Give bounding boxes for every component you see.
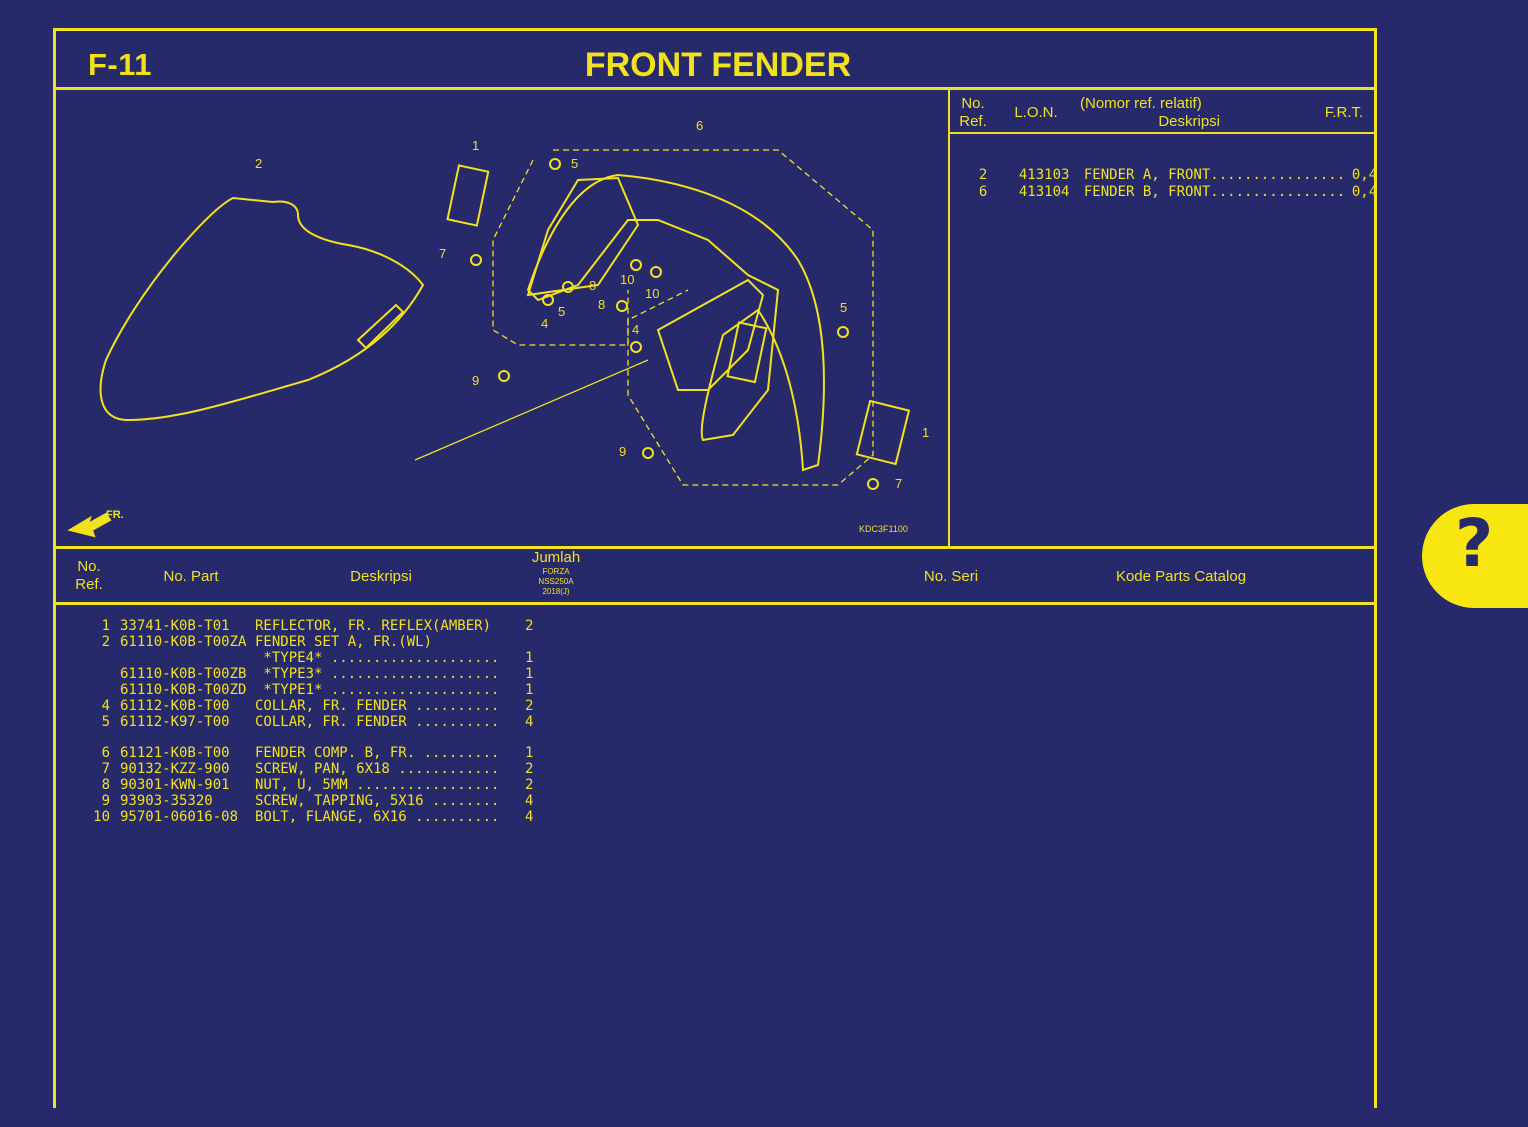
fender-a-outline xyxy=(99,196,425,422)
svg-text:9: 9 xyxy=(619,444,626,459)
svg-text:4: 4 xyxy=(541,316,548,331)
parts-header-no-part: No. Part xyxy=(163,568,219,585)
svg-text:1: 1 xyxy=(922,425,929,440)
table-row: 61110-K0B-T00ZD *TYPE1* ................… xyxy=(120,682,534,698)
frt-header-divider xyxy=(948,132,1374,134)
svg-text:7: 7 xyxy=(895,476,902,491)
table-row: *TYPE4* ....................1 xyxy=(255,650,534,666)
svg-text:8: 8 xyxy=(598,297,605,312)
svg-text:6: 6 xyxy=(696,118,703,133)
parts-header-deskripsi: Deskripsi xyxy=(350,568,412,585)
page-code: F-11 xyxy=(88,47,153,82)
svg-text:8: 8 xyxy=(589,278,596,293)
fender-b-side xyxy=(656,278,765,391)
frt-header-frt: F.R.T. xyxy=(1324,104,1364,121)
svg-text:4: 4 xyxy=(632,322,639,337)
reflector-right xyxy=(855,399,911,466)
svg-text:2: 2 xyxy=(255,156,262,171)
parts-header-no-ref: No. Ref. xyxy=(75,558,103,593)
title-divider xyxy=(56,87,1374,90)
front-arrow-icon xyxy=(67,512,112,538)
fender-b-bracket xyxy=(526,176,640,297)
svg-text:5: 5 xyxy=(840,300,847,315)
reflector-top xyxy=(446,164,490,227)
parts-header-bottom xyxy=(56,602,1374,605)
parts-header-jumlah: Jumlah FORZA NSS250A 2018(J) xyxy=(531,549,581,596)
exploded-diagram: 1 2 6 5 7 8 10 10 4 5 8 4 9 5 9 1 7 FR. … xyxy=(67,118,929,538)
reflector-mount xyxy=(726,321,768,384)
svg-text:1: 1 xyxy=(472,138,479,153)
parts-header-top xyxy=(56,546,1374,549)
fender-b-outline xyxy=(526,173,825,472)
svg-text:10: 10 xyxy=(620,272,634,287)
parts-header-kode: Kode Parts Catalog xyxy=(1115,568,1247,585)
frt-header-lon: L.O.N. xyxy=(1014,104,1058,121)
leader-line xyxy=(414,359,649,461)
fender-a-reflector xyxy=(356,303,405,350)
svg-text:5: 5 xyxy=(558,304,565,319)
diagram-divider xyxy=(948,87,950,547)
group-outline-right xyxy=(553,149,874,486)
question-icon[interactable]: ? xyxy=(1455,505,1494,582)
table-row: 61110-K0B-T00ZB *TYPE3* ................… xyxy=(120,666,534,682)
svg-text:10: 10 xyxy=(645,286,659,301)
parts-header-no-seri: No. Seri xyxy=(923,568,979,585)
svg-text:5: 5 xyxy=(571,156,578,171)
side-tab[interactable] xyxy=(1422,504,1528,608)
catalog-page-frame: F-11 FRONT FENDER No. Ref. L.O.N. (Nomor… xyxy=(53,28,1377,1108)
svg-text:7: 7 xyxy=(439,246,446,261)
svg-text:9: 9 xyxy=(472,373,479,388)
frt-header-desc: (Nomor ref. relatif) Deskripsi xyxy=(1080,95,1220,130)
svg-text:KDC3F1100: KDC3F1100 xyxy=(859,524,908,534)
svg-text:FR.: FR. xyxy=(106,509,124,521)
frt-header-no-ref: No. Ref. xyxy=(959,95,987,130)
group-outline-left xyxy=(492,159,629,346)
page-title: FRONT FENDER xyxy=(584,46,852,84)
